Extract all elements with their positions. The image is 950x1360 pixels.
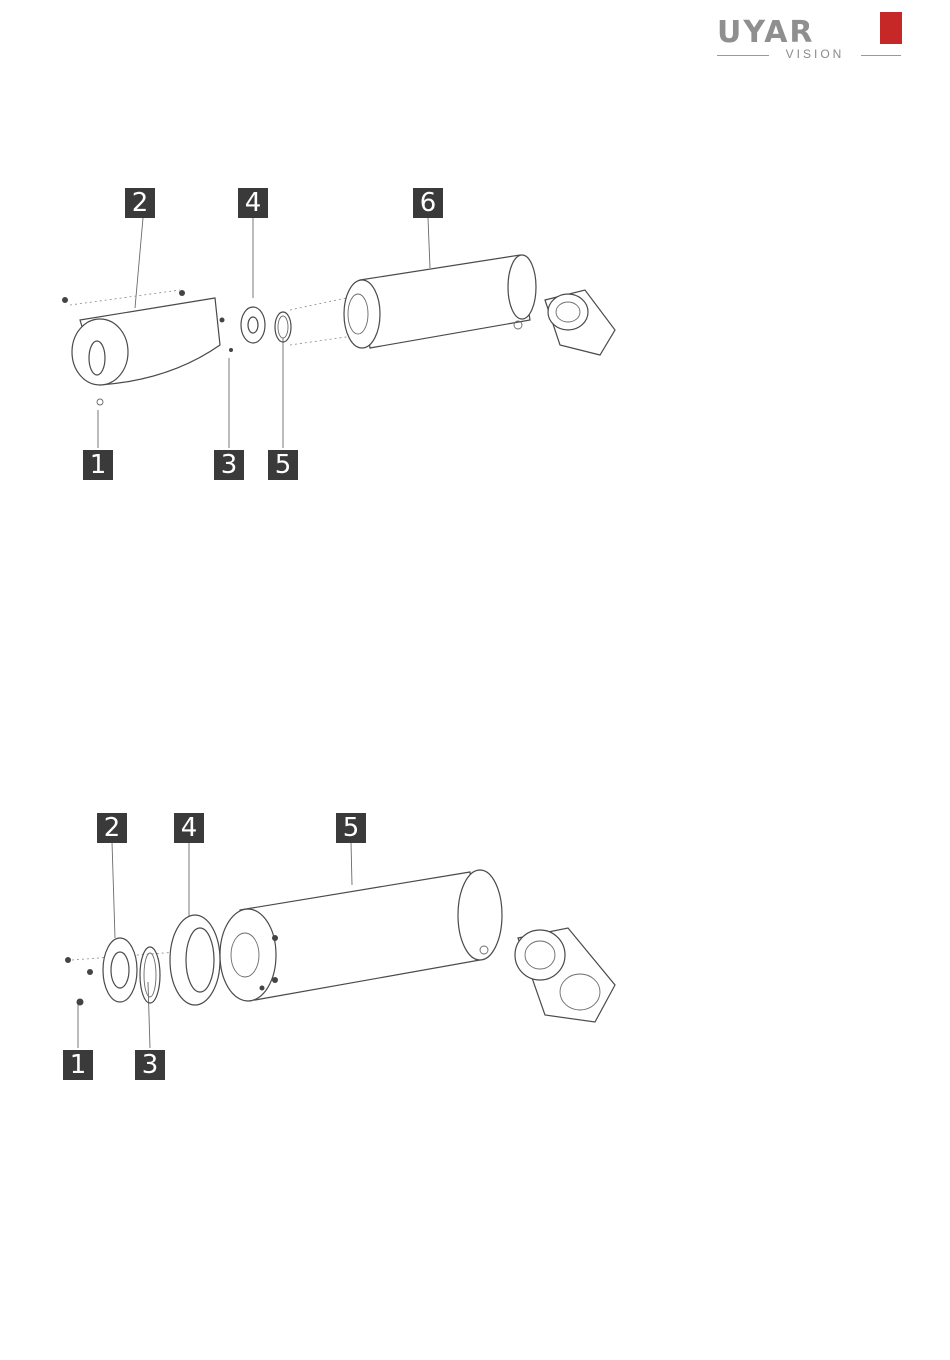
o-ring-3: [140, 947, 160, 1003]
callout-1: 1: [83, 450, 113, 480]
leader-2: [135, 218, 143, 308]
callout-4: 4: [174, 813, 204, 843]
callout-2: 2: [97, 813, 127, 843]
logo-rule-left: [717, 55, 769, 56]
leader-6: [428, 218, 430, 268]
logo-rule-right: [861, 55, 901, 56]
housing-rear-cap: [344, 280, 380, 348]
housing-front-cap: [458, 870, 502, 960]
lens-front: [548, 294, 588, 330]
callout-1: 1: [63, 1050, 93, 1080]
leader-2: [112, 842, 115, 938]
bracket-2: [103, 938, 137, 1002]
diagram-2-drawing: [40, 810, 660, 1100]
lens-front: [515, 930, 565, 980]
callout-3: 3: [214, 450, 244, 480]
screw-3: [229, 348, 233, 352]
screw-top-left: [62, 297, 68, 303]
logo-brand-text: UYAR: [717, 18, 815, 48]
housing-front-cap: [508, 255, 536, 319]
camera-housing: [360, 255, 530, 348]
screw-side: [220, 318, 225, 323]
gasket-ring-4: [170, 915, 220, 1005]
callout-5: 5: [336, 813, 366, 843]
callout-6: 6: [413, 188, 443, 218]
screw-c: [77, 999, 84, 1006]
exploded-diagram-2: 2 4 5 1 3: [40, 810, 660, 1100]
housing-rear-cap: [220, 909, 276, 1001]
screw-a: [65, 957, 71, 963]
leader-5: [351, 842, 352, 885]
o-ring-5: [275, 312, 291, 342]
callout-2: 2: [125, 188, 155, 218]
screw-b: [87, 969, 93, 975]
bracket-4: [241, 307, 265, 343]
screw-top-right: [179, 290, 185, 296]
logo-accent-square: [880, 12, 902, 44]
logo-sub-text: VISION: [775, 47, 855, 61]
uyar-vision-logo: UYAR VISION: [715, 10, 905, 65]
callout-4: 4: [238, 188, 268, 218]
exploded-diagram-1: 2 4 6 1 3 5: [40, 180, 660, 490]
mount-base-face: [72, 319, 128, 385]
screw-1: [97, 399, 103, 405]
diagram-1-drawing: [40, 180, 660, 490]
callout-3: 3: [135, 1050, 165, 1080]
callout-5: 5: [268, 450, 298, 480]
leader-3: [148, 982, 150, 1048]
